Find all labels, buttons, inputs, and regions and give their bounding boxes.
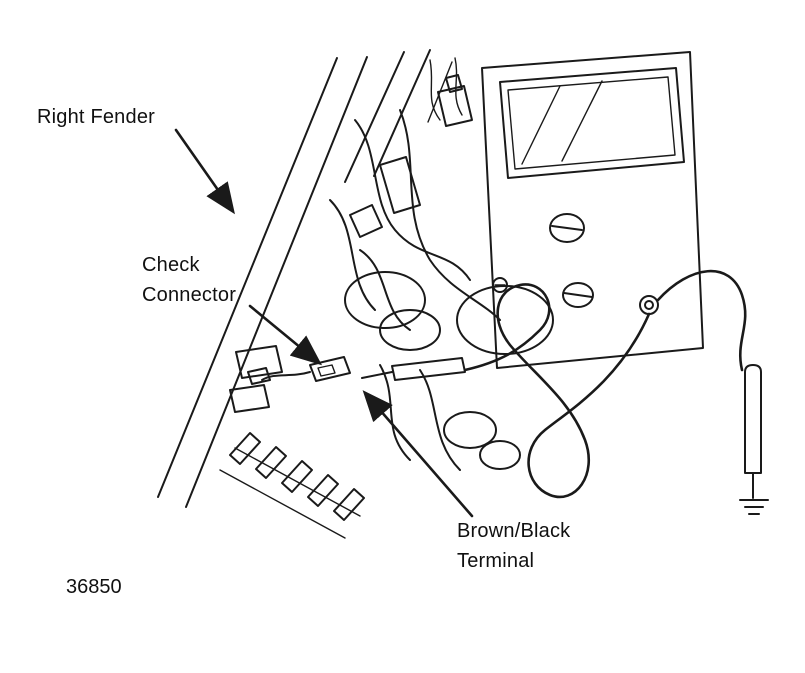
- test-probe: [656, 269, 769, 515]
- check-connector-and-lead: [261, 283, 651, 499]
- check-connector-label: Check Connector: [142, 254, 237, 306]
- test-meter: [481, 51, 704, 369]
- brown-black-terminal-label: Brown/Black Terminal: [457, 520, 571, 572]
- annotation-arrows: [174, 128, 474, 518]
- engine-wiring: [219, 57, 554, 539]
- right-fender-arrow: [174, 128, 235, 215]
- figure-number: 36850: [66, 576, 122, 598]
- right-fender-label: Right Fender: [37, 106, 156, 128]
- check-connector-arrow: [248, 304, 323, 366]
- brown-black-terminal-arrow: [362, 390, 474, 518]
